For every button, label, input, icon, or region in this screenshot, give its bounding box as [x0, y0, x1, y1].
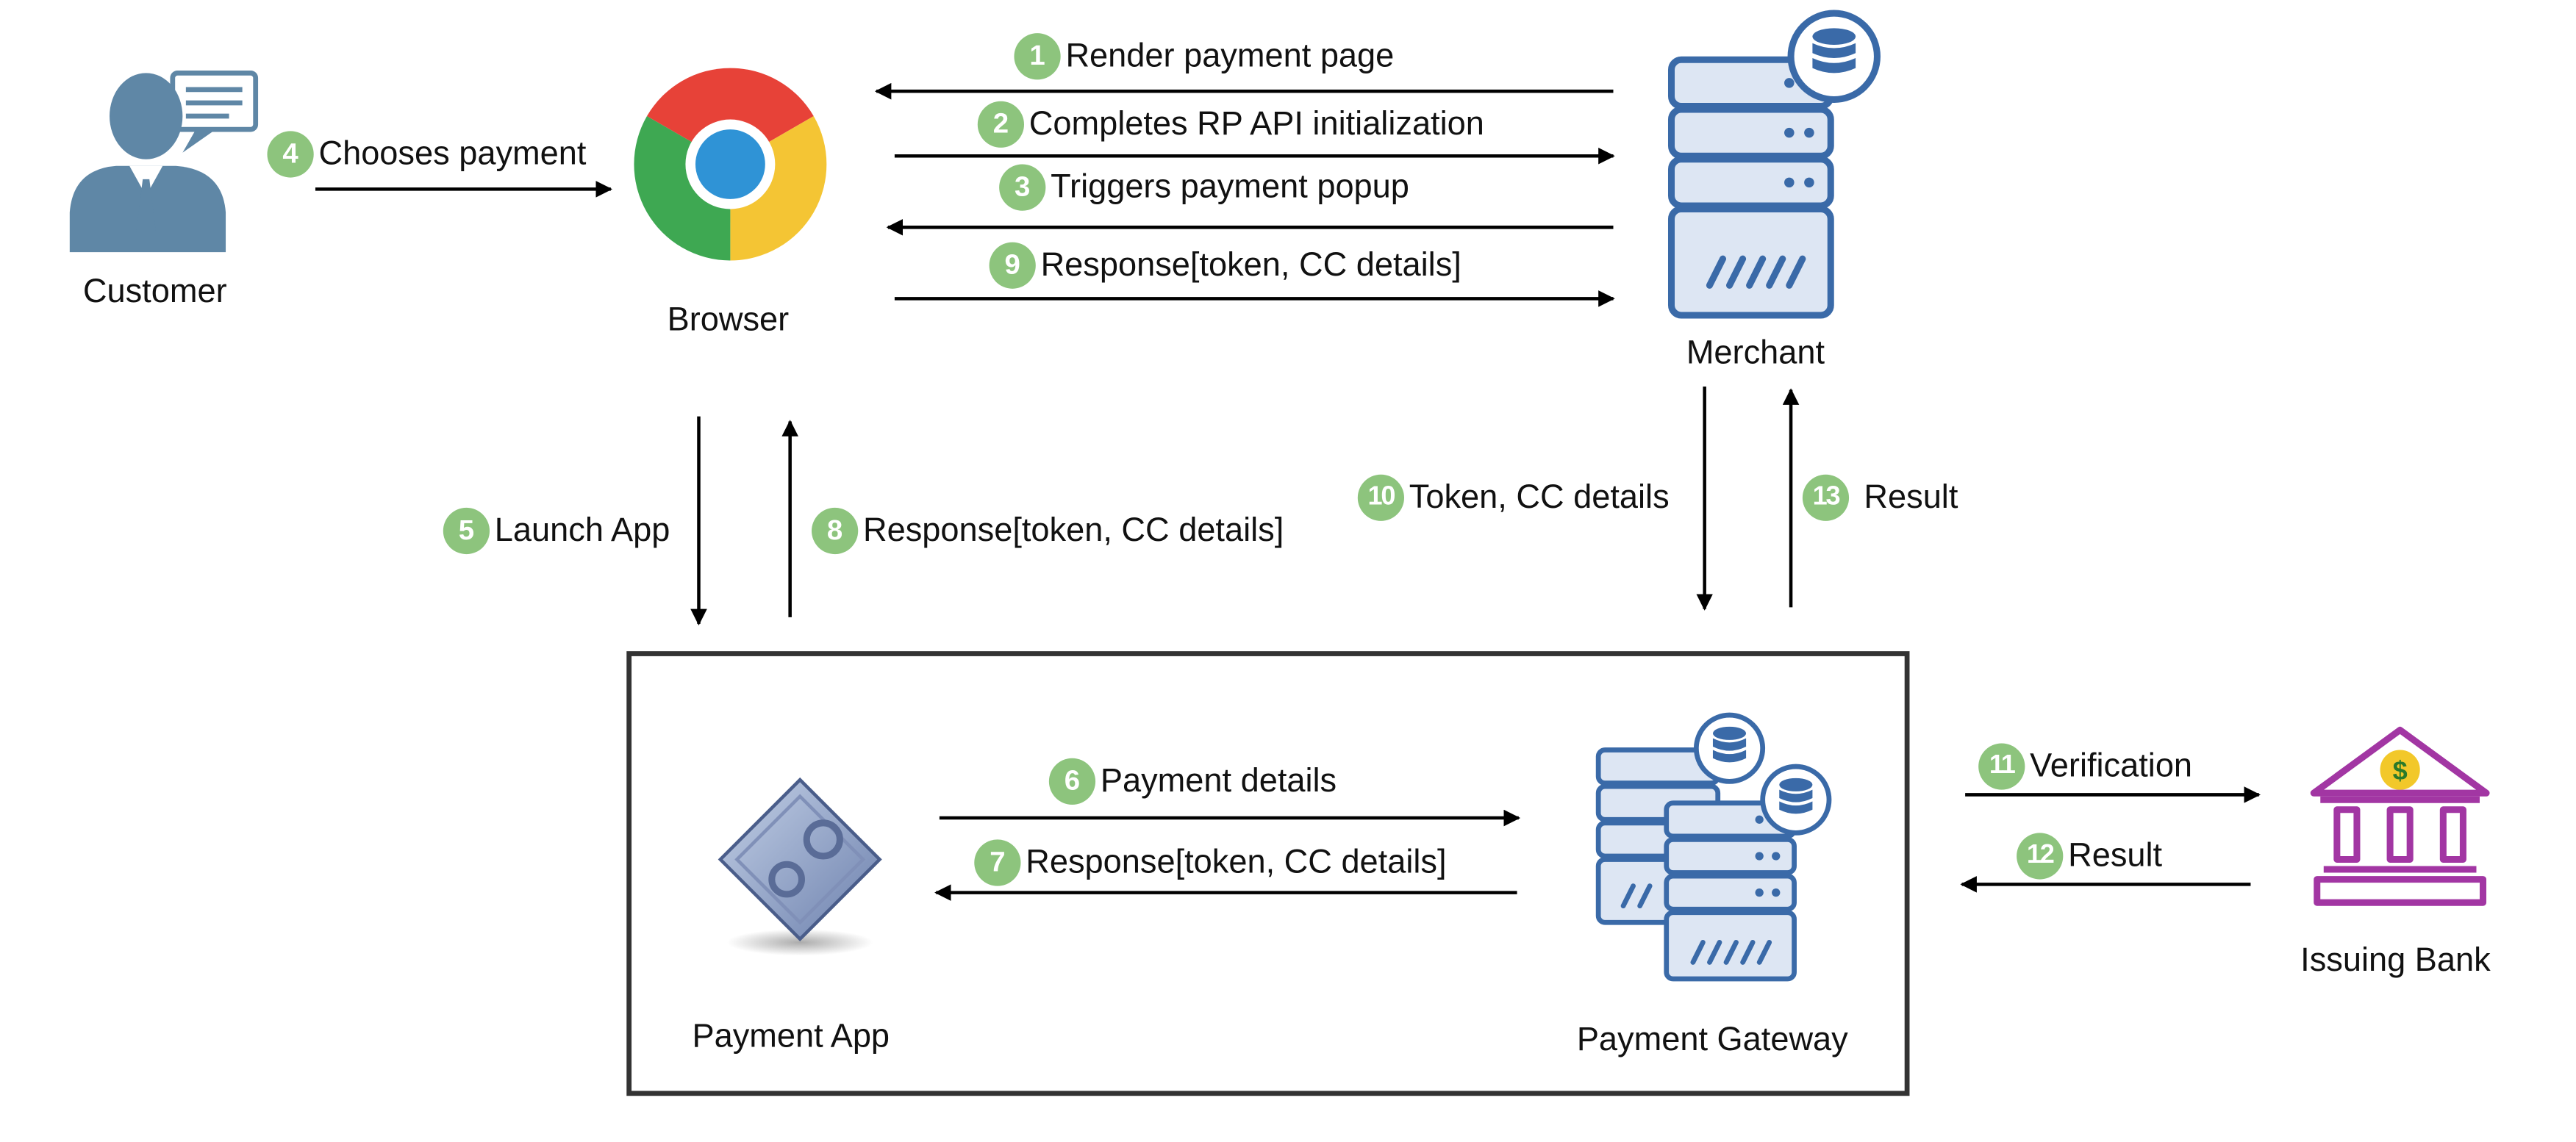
step-badge-2: 2: [977, 101, 1025, 148]
step-text-2: Completes RP API initialization: [1028, 106, 1484, 143]
step-badge-6: 6: [1048, 758, 1096, 805]
step-label-13: 13 Result: [1802, 474, 1958, 521]
node-label-customer: Customer: [82, 273, 227, 311]
node-label-payment-app: Payment App: [692, 1019, 890, 1055]
step-text-8: Response[token, CC details]: [863, 512, 1284, 550]
step-badge-4: 4: [267, 131, 314, 178]
step-badge-13: 13: [1802, 474, 1850, 521]
step-text-9: Response[token, CC details]: [1040, 247, 1461, 284]
step-text-1: Render payment page: [1065, 37, 1395, 75]
step-text-10: Token, CC details: [1409, 479, 1670, 517]
step-badge-10: 10: [1357, 474, 1405, 521]
app-diamond-icon: [718, 777, 882, 956]
step-text-11: Verification: [2030, 748, 2193, 785]
node-label-browser: Browser: [667, 301, 790, 339]
step-text-3: Triggers payment popup: [1051, 169, 1409, 206]
step-text-5: Launch App: [494, 512, 670, 550]
flow-arrows: [315, 82, 2261, 901]
step-text-7: Response[token, CC details]: [1026, 844, 1447, 881]
step-text-4: Chooses payment: [318, 136, 587, 173]
server-database-icon: [1667, 10, 1881, 319]
step-badge-1: 1: [1014, 33, 1061, 80]
chrome-browser-icon: [634, 68, 827, 261]
node-label-issuing-bank: Issuing Bank: [2300, 942, 2491, 980]
step-text-6: Payment details: [1100, 763, 1337, 800]
step-badge-3: 3: [999, 164, 1046, 211]
node-label-payment-gateway: Payment Gateway: [1576, 1021, 1848, 1059]
svg-text:$: $: [2393, 755, 2408, 786]
step-text-12: Result: [2068, 838, 2163, 875]
node-label-merchant: Merchant: [1686, 335, 1825, 372]
step-badge-5: 5: [443, 507, 490, 555]
step-text-13: Result: [1864, 479, 1958, 517]
step-badge-9: 9: [989, 242, 1036, 289]
user-chat-icon: [69, 70, 259, 253]
payment-app-gateway-box: [626, 651, 1910, 1096]
step-badge-12: 12: [2017, 833, 2064, 880]
server-cluster-icon: [1595, 712, 1832, 982]
step-badge-7: 7: [974, 839, 1021, 886]
step-badge-8: 8: [812, 507, 859, 555]
step-badge-11: 11: [1978, 743, 2025, 790]
bank-icon: $: [2310, 726, 2490, 906]
